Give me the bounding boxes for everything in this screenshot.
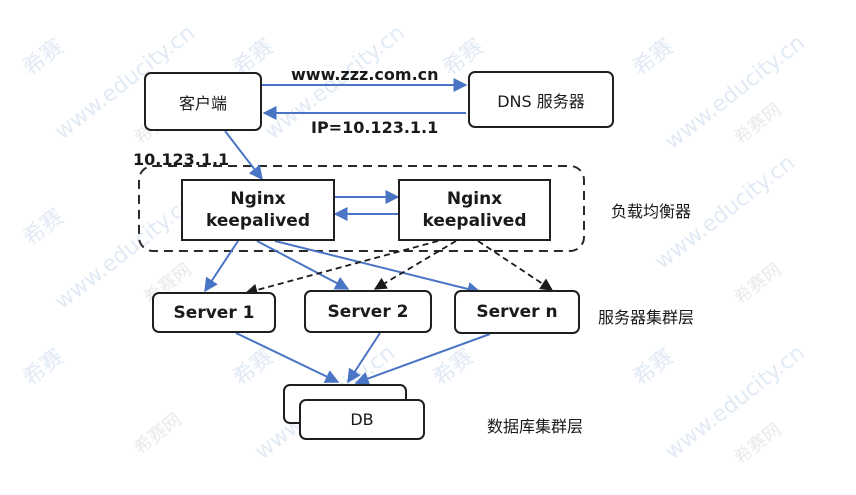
client-ip-label: 10.123.1.1	[133, 150, 230, 169]
domain-label: www.zzz.com.cn	[291, 65, 439, 84]
arrow-client-to-nginx	[224, 130, 263, 181]
client-label: 客户端	[178, 93, 227, 113]
db-node: DB	[299, 399, 425, 440]
server-2-label: Server 2	[327, 301, 409, 322]
nginx-primary-node: Nginx keepalived	[181, 179, 335, 241]
server-cluster-label: 服务器集群层	[598, 308, 695, 327]
nginx-primary-line2: keepalived	[206, 211, 310, 231]
arrow-nginx2-to-servern	[477, 240, 554, 291]
arrow-nginx1-to-server2	[256, 240, 350, 290]
arrow-nginx2-to-server2	[373, 240, 457, 290]
arrow-server1-to-db	[235, 332, 340, 383]
load-balancer-group	[138, 165, 585, 252]
server-1-label: Server 1	[173, 302, 255, 323]
arrow-nginx1-to-server1	[204, 240, 239, 293]
load-balancer-label: 负载均衡器	[611, 202, 692, 221]
arrow-nginx2-to-server1	[244, 240, 439, 297]
nginx-backup-node: Nginx keepalived	[398, 179, 551, 241]
dns-server-label: DNS 服务器	[497, 91, 585, 111]
nginx-backup-line2: keepalived	[422, 211, 527, 231]
db-cluster-label: 数据库集群层	[487, 417, 584, 436]
server-1-node: Server 1	[152, 292, 276, 333]
server-2-node: Server 2	[304, 290, 432, 333]
server-n-label: Server n	[476, 302, 558, 322]
dns-server-node: DNS 服务器	[468, 71, 614, 128]
ip-reply-label: IP=10.123.1.1	[311, 118, 439, 137]
server-n-node: Server n	[454, 290, 580, 334]
nginx-primary-line1: Nginx	[230, 189, 286, 209]
nginx-backup-line1: Nginx	[446, 189, 503, 209]
client-node: 客户端	[144, 72, 262, 131]
db-label: DB	[350, 410, 374, 429]
arrow-servern-to-db	[354, 333, 491, 386]
arrow-nginx1-to-servern	[274, 240, 482, 296]
arrow-server2-to-db	[347, 332, 381, 384]
